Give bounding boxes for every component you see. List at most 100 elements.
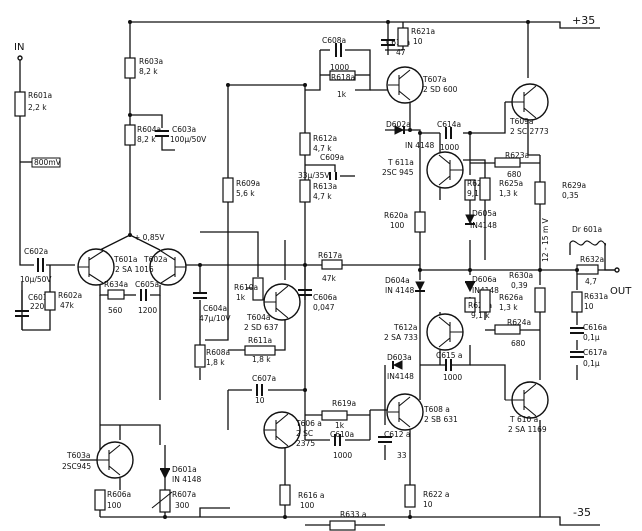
r602-val: 47k bbox=[60, 301, 75, 310]
r610-val: 1k bbox=[236, 293, 246, 302]
resistor-r627 bbox=[464, 179, 476, 201]
r608-ref: R608a bbox=[206, 348, 230, 357]
r626-val: 1,3 k bbox=[499, 303, 518, 312]
t609-ref: T609a bbox=[509, 117, 534, 126]
r619-val: 1k bbox=[335, 421, 345, 430]
transistor-t607 bbox=[386, 66, 424, 104]
t602-ref: T602a bbox=[143, 255, 168, 264]
resistor-r626 bbox=[479, 289, 491, 313]
r634-ref: R634a bbox=[104, 280, 128, 289]
resistor-r631 bbox=[571, 291, 583, 313]
resistor-r632 bbox=[576, 264, 599, 275]
resistor-r604 bbox=[124, 124, 136, 146]
t611-val: 2SC 945 bbox=[382, 168, 414, 177]
resistor-r621 bbox=[397, 27, 409, 47]
t608-ref: T608 a bbox=[423, 405, 450, 414]
r621-val: 10 bbox=[413, 37, 423, 46]
t603-ref: T603a bbox=[66, 451, 91, 460]
r633-ref: R633 a bbox=[340, 510, 367, 519]
c610-ref: C610a bbox=[330, 430, 354, 439]
input-label: IN bbox=[14, 42, 24, 53]
r610-ref: R610a bbox=[234, 283, 258, 292]
r611-ref: R611a bbox=[248, 336, 272, 345]
c607-val: 10 bbox=[255, 396, 265, 405]
r608-val: 1,8 k bbox=[206, 358, 225, 367]
c614-val: 1000 bbox=[440, 143, 459, 152]
resistor-r624 bbox=[494, 324, 521, 335]
t606-val: 2 SC bbox=[296, 429, 313, 438]
c617-ref: C617a bbox=[583, 348, 607, 357]
c603-ref: C603a bbox=[172, 125, 196, 134]
r620-val: 100 bbox=[390, 221, 405, 230]
resistor-r608 bbox=[194, 344, 206, 368]
t610-val: 2 SA 1169 bbox=[508, 425, 547, 434]
c616-ref: C616a bbox=[583, 323, 607, 332]
d605-ref: D605a bbox=[472, 209, 497, 218]
r630-val: 0,39 bbox=[511, 281, 528, 290]
r629-val: 0,35 bbox=[562, 191, 579, 200]
resistor-r628 bbox=[464, 297, 476, 313]
c607-ref: C607a bbox=[252, 374, 276, 383]
t608-val: 2 SB 631 bbox=[424, 415, 458, 424]
d603-ref: D603a bbox=[387, 353, 412, 362]
c606-val: 0,047 bbox=[313, 303, 335, 312]
diode-d601 bbox=[160, 469, 170, 480]
r629-ref: R629a bbox=[562, 181, 586, 190]
c601-ref: C601a bbox=[28, 293, 52, 302]
resistor-r623 bbox=[494, 157, 521, 168]
resistor-r633 bbox=[329, 520, 356, 531]
r613-val: 4,7 k bbox=[313, 192, 332, 201]
r630-ref: R630a bbox=[509, 271, 533, 280]
r623-ref: R623a bbox=[505, 151, 529, 160]
r604-ref: R604a bbox=[137, 125, 161, 134]
d606-ref: D606a bbox=[472, 275, 497, 284]
c606-ref: C606a bbox=[313, 293, 337, 302]
resistor-r601 bbox=[14, 91, 26, 117]
t606-ref: T606 a bbox=[295, 419, 322, 428]
c603-val: 100μ/50V bbox=[170, 135, 207, 144]
c609-val: 33μ/35V bbox=[298, 171, 330, 180]
resistor-r613 bbox=[299, 179, 311, 203]
r632-ref: R632a bbox=[580, 255, 604, 264]
t603-val: 2SC945 bbox=[62, 462, 91, 471]
r609-ref: R609a bbox=[236, 179, 260, 188]
r617-val: 47k bbox=[322, 274, 337, 283]
t609-val: 2 SC 2773 bbox=[510, 127, 549, 136]
c616-val: 0,1μ bbox=[583, 333, 600, 342]
c614-ref: C614a bbox=[437, 120, 461, 129]
r622-ref: R622 a bbox=[423, 490, 450, 499]
t604-ref: T604a bbox=[246, 313, 271, 322]
c615-val: 1000 bbox=[443, 373, 462, 382]
rail-pos-label: +35 bbox=[572, 14, 595, 27]
input-level-label: 800mV bbox=[34, 158, 62, 167]
t606-val2: 2375 bbox=[296, 439, 315, 448]
c612-val: 33 bbox=[397, 451, 407, 460]
c604-ref: C604a bbox=[203, 304, 227, 313]
resistor-r629 bbox=[534, 181, 546, 205]
inductor-dr601 bbox=[569, 240, 607, 246]
c617-val: 0,1μ bbox=[583, 359, 600, 368]
r628-val: 9,1 k bbox=[471, 311, 490, 320]
dr601-ref: Dr 601a bbox=[572, 225, 602, 234]
r607-ref: R607a bbox=[172, 490, 196, 499]
r631-ref: R631a bbox=[584, 292, 608, 301]
c611-val: 47 bbox=[396, 48, 406, 57]
resistor-r620 bbox=[414, 211, 426, 233]
resistor-r618 bbox=[329, 70, 356, 81]
r631-val: 10 bbox=[584, 302, 594, 311]
r606-val: 100 bbox=[107, 501, 122, 510]
junction-dots bbox=[128, 20, 579, 519]
r609-val: 5,6 k bbox=[236, 189, 255, 198]
r601-ref: R601a bbox=[28, 91, 52, 100]
c605-val: 1200 bbox=[138, 306, 157, 315]
d601-val: IN 4148 bbox=[172, 475, 202, 484]
resistor-r611 bbox=[244, 345, 276, 356]
output-terminal bbox=[614, 267, 620, 273]
d603-val: IN4148 bbox=[387, 372, 414, 381]
r632-val: 4,7 bbox=[585, 277, 597, 286]
resistor-r612 bbox=[299, 132, 311, 156]
c610-val: 1000 bbox=[333, 451, 352, 460]
d602-ref: D602a bbox=[386, 120, 411, 129]
